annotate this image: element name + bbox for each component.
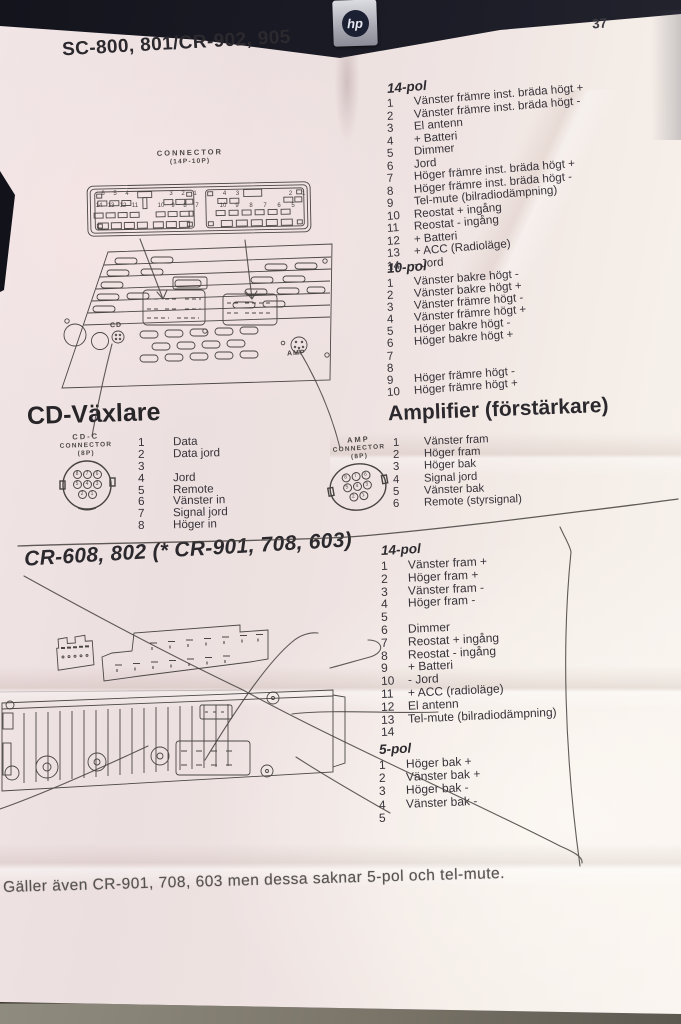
plug14-top-pin-numbers: 6 5 4 3 2 1 [97, 191, 201, 197]
cr608-5pol-list: 5-pol 1 Höger bak + 2 Vänster bak + 3 Hö… [378, 741, 481, 825]
pin-number: 3 [392, 461, 400, 474]
pin-number: 4 [392, 473, 400, 486]
sc800-14pol-list: 14-pol 1 Vänster främre inst. bräda högt… [386, 78, 584, 273]
din-pin-number: 7 [350, 471, 361, 482]
cd-port-label: CD [109, 321, 123, 330]
plug-pin-number: 9 [171, 203, 175, 209]
plug-pin-number: 4 [222, 191, 227, 197]
cd-changer-pin-list: 1 Data 2 Data jord 3 4 Jord [137, 435, 228, 533]
plug-pin-number: 10 [157, 203, 165, 209]
cdc-connector-caption: CD-C CONNECTOR (8P) [56, 431, 117, 460]
plug-pin-number: 14 [95, 203, 103, 209]
cr608-14pol-list: 14-pol 1 Vänster fram + 2 Höger fram + 3… [380, 541, 557, 740]
plug-pin-number: 7 [195, 203, 199, 209]
din-pin-number: 5 [342, 482, 353, 493]
page-edge-shadow [651, 10, 681, 140]
plug-pin-number: 13 [107, 203, 115, 209]
plug-pin-number: 2 [181, 191, 185, 197]
din-pin-number: 2 [77, 490, 87, 499]
plug-pin-number: 5 [113, 191, 117, 197]
pin-label: Höger in [172, 517, 217, 532]
plug-14p-10p-diagram [86, 181, 312, 237]
sc800-10pol-list: 10-pol 1 Vänster bakre högt - 2 Vänster … [386, 258, 527, 399]
plug-pin-number: 7 [263, 203, 267, 209]
hp-logo-badge: hp [332, 0, 378, 47]
pin-number: 14 [380, 724, 395, 740]
cd-changer-title: CD-Växlare [26, 397, 161, 431]
page-number: 37 [591, 15, 608, 32]
plug-pin-number: 5 [291, 203, 295, 209]
cr608-rear-diagram [1, 624, 346, 792]
plug-pin-number: 2 [288, 191, 293, 197]
plug14-mid-pin-numbers: 14 13 12 11 10 9 8 7 [93, 203, 203, 209]
amp-port-label: AMP [286, 349, 306, 358]
plug-pin-number: 3 [169, 191, 173, 197]
din-pin-number: 4 [351, 481, 363, 492]
din-pin-number: 7 [82, 470, 92, 479]
radio-rear-diagram [61, 243, 333, 389]
pol10-rows: 1 Vänster bakre högt - 2 Vänster bakre h… [386, 267, 527, 399]
din-pin-number: 3 [92, 480, 102, 489]
pin-number: 5 [392, 485, 400, 498]
din-pin-number: 8 [72, 470, 82, 479]
pin-number: 5 [378, 810, 386, 825]
din-pin-number: 4 [82, 480, 92, 489]
plug-pin-number: 6 [101, 191, 105, 197]
din-pin-number: 5 [72, 480, 82, 489]
plug-pin-number: 8 [183, 203, 187, 209]
plug-pin-number: 1 [193, 191, 197, 197]
plug-pin-number: 3 [235, 191, 240, 197]
connector-caption: CONNECTOR (14P-10P) [148, 147, 232, 167]
pin-number: 10 [386, 384, 401, 399]
din-pin-number: 1 [358, 490, 369, 501]
plug-pin-number: 12 [119, 203, 127, 209]
plug-pin-number: 1 [301, 191, 306, 197]
pin-row: 8 Höger in [137, 517, 228, 533]
cd-rows: 1 Data 2 Data jord 3 4 Jord [137, 435, 228, 533]
din-pin-number: 6 [360, 470, 371, 481]
plug-pin-number: 4 [125, 191, 129, 197]
amp-connector-caption: AMP CONNECTOR (8P) [327, 433, 391, 464]
pol5-rows: 1 Höger bak + 2 Vänster bak + 3 Höger ba… [378, 754, 481, 825]
pin-number: 8 [137, 519, 145, 533]
amplifier-pin-list: 1 Vänster fram 2 Höger fram 3 Höger bak … [392, 433, 523, 510]
plug10-top-pin-numbers: 4 3 2 1 [218, 191, 310, 197]
pol14b-rows: 1 Vänster fram + 2 Höger fram + 3 Vänste… [380, 554, 557, 740]
hp-logo-icon: hp [341, 9, 369, 37]
pol14-rows: 1 Vänster främre inst. bräda högt + 2 Vä… [386, 81, 584, 272]
plug-pin-number: 6 [277, 203, 281, 209]
plug-pin-number: 8 [249, 203, 253, 209]
din-pin-number: 8 [340, 472, 351, 484]
pin-number: 6 [392, 497, 400, 510]
pin-label: Remote (styrsignal) [423, 492, 523, 509]
plug-pin-number: 9 [235, 203, 239, 209]
plug-pin-number: 11 [131, 203, 139, 209]
amp-rows: 1 Vänster fram 2 Höger fram 3 Höger bak … [392, 433, 523, 510]
plug10-mid-pin-numbers: 10 9 8 7 6 5 [216, 203, 300, 209]
plug-pin-number: 10 [219, 203, 227, 209]
din-pin-number: 3 [361, 480, 372, 491]
din-pin-number: 1 [87, 490, 97, 499]
din-pin-number: 2 [348, 492, 359, 503]
din-pin-number: 6 [92, 470, 102, 479]
